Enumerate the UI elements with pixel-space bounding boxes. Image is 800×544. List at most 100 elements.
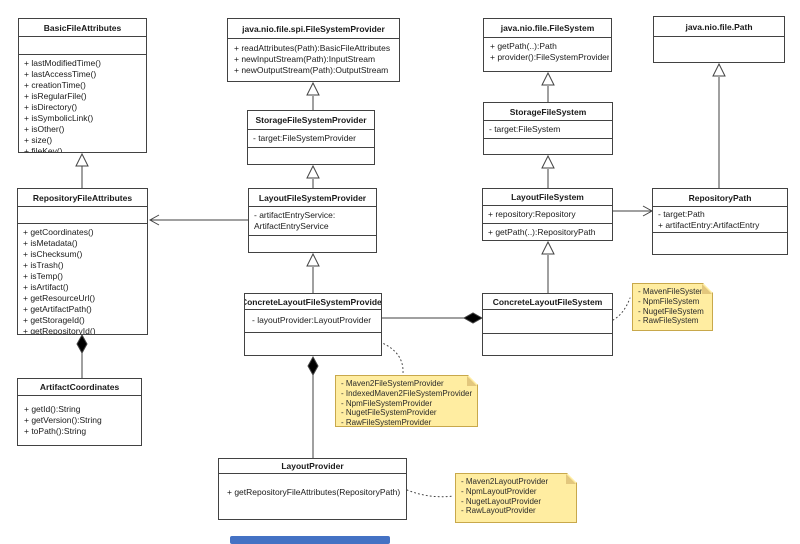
- generalization-arrow-icon: [306, 164, 320, 179]
- method-line: + getId():String: [24, 404, 81, 414]
- class-methods-section: [484, 138, 612, 154]
- class-title: RepositoryPath: [688, 192, 752, 203]
- method-line: + isTemp(): [23, 271, 63, 281]
- class-title: ConcreteLayoutFileSystemProvider: [245, 296, 381, 307]
- method-line: + getPath(..):Path: [490, 41, 557, 51]
- generalization-arrow-icon: [541, 240, 555, 255]
- class-attributes-section: + repository:Repository: [483, 205, 612, 223]
- note-line: - RawFileSystemProvider: [341, 418, 432, 428]
- class-methods-section: + getPath(..):RepositoryPath: [483, 223, 612, 240]
- method-line: + getStorageId(): [23, 315, 85, 325]
- method-line: + getVersion():String: [24, 415, 102, 425]
- method-line: + fileKey(): [24, 146, 63, 152]
- class-body-section: [654, 36, 784, 62]
- composition-diamond-icon: [307, 355, 319, 377]
- class-attributes-section: - artifactEntryService: ArtifactEntrySer…: [249, 206, 376, 235]
- method-line: + getArtifactPath(): [23, 304, 92, 314]
- method-line: + provider():FileSystemProvider: [490, 52, 609, 62]
- note-fold-icon: [566, 474, 576, 484]
- class-methods-section: [249, 235, 376, 252]
- class-attributes-section: - layoutProvider:LayoutProvider: [245, 309, 381, 332]
- class-nio-path: java.nio.file.Path: [653, 16, 785, 63]
- method-line: + newOutputStream(Path):OutputStream: [234, 65, 389, 75]
- attribute-line: ArtifactEntryService: [254, 221, 329, 231]
- method-line: + creationTime(): [24, 80, 86, 90]
- attribute-line: - artifactEntryService:: [254, 210, 336, 220]
- generalization-arrow-icon: [306, 252, 320, 267]
- note-line: - RawFileSystem: [638, 316, 699, 326]
- class-methods-section: [653, 232, 787, 254]
- method-line: + isSymbolicLink(): [24, 113, 94, 123]
- class-layout-file-system-provider: LayoutFileSystemProvider - artifactEntry…: [248, 188, 377, 253]
- method-line: + lastModifiedTime(): [24, 58, 101, 68]
- class-attributes-section: [18, 206, 147, 223]
- attribute-line: - target:Path: [658, 209, 705, 219]
- note-link-line: [379, 341, 404, 374]
- class-title: java.nio.file.spi.FileSystemProvider: [242, 23, 385, 34]
- class-methods-section: + getRepositoryFileAttributes(Repository…: [219, 473, 406, 519]
- composition-diamond-icon: [76, 333, 88, 355]
- class-methods-section: [483, 333, 612, 355]
- class-attributes-section: [483, 309, 612, 333]
- method-line: + toPath():String: [24, 426, 87, 436]
- note-line: - NugetFileSystem: [638, 306, 704, 316]
- note-file-system-providers: - Maven2FileSystemProvider - IndexedMave…: [335, 375, 478, 427]
- open-arrow-icon: [642, 205, 654, 217]
- note-line: - NpmFileSystem: [638, 296, 700, 306]
- generalization-arrow-icon: [75, 152, 89, 167]
- class-methods-section: + getPath(..):Path + provider():FileSyst…: [484, 37, 611, 71]
- class-attributes-section: - target:FileSystemProvider: [248, 129, 374, 147]
- note-layout-providers: - Maven2LayoutProvider - NpmLayoutProvid…: [455, 473, 577, 523]
- generalization-arrow-icon: [541, 71, 555, 86]
- class-basic-file-attributes: BasicFileAttributes + lastModifiedTime()…: [18, 18, 147, 153]
- class-repository-path: RepositoryPath - target:Path + artifactE…: [652, 188, 788, 255]
- class-title: java.nio.file.Path: [685, 21, 753, 32]
- note-line: - Maven2FileSystemProvider: [341, 379, 444, 388]
- method-line: + getCoordinates(): [23, 227, 94, 237]
- note-link-line: [406, 489, 454, 498]
- class-repository-file-attributes: RepositoryFileAttributes + getCoordinate…: [17, 188, 148, 335]
- note-line: - NugetFileSystemProvider: [341, 408, 437, 418]
- class-title: BasicFileAttributes: [43, 22, 122, 33]
- horizontal-scrollbar-thumb[interactable]: [230, 536, 390, 544]
- note-fold-icon: [702, 284, 712, 294]
- attribute-line: + artifactEntry:ArtifactEntry: [658, 220, 760, 230]
- class-title: java.nio.file.FileSystem: [500, 23, 595, 33]
- note-line: - NugetLayoutProvider: [461, 496, 542, 506]
- class-methods-section: [245, 332, 381, 355]
- method-line: + newInputStream(Path):InputStream: [234, 54, 376, 64]
- note-file-systems: - MavenFileSystem - NpmFileSystem - Nuge…: [632, 283, 713, 331]
- method-line: + lastAccessTime(): [24, 69, 97, 79]
- class-title: StorageFileSystem: [509, 106, 587, 117]
- method-line: + getPath(..):RepositoryPath: [488, 227, 596, 237]
- class-title: ArtifactCoordinates: [39, 382, 120, 392]
- attribute-line: + repository:Repository: [488, 209, 576, 219]
- method-line: + getRepositoryFileAttributes(Repository…: [227, 487, 401, 497]
- class-title: LayoutProvider: [281, 461, 344, 471]
- class-concrete-layout-file-system: ConcreteLayoutFileSystem: [482, 293, 613, 356]
- class-methods-section: + readAttributes(Path):BasicFileAttribut…: [228, 38, 399, 81]
- class-storage-file-system-provider: StorageFileSystemProvider - target:FileS…: [247, 110, 375, 165]
- note-line: - IndexedMaven2FileSystemProvider: [341, 388, 473, 398]
- class-layout-file-system: LayoutFileSystem + repository:Repository…: [482, 188, 613, 241]
- class-title: LayoutFileSystem: [511, 192, 584, 202]
- class-concrete-layout-file-system-provider: ConcreteLayoutFileSystemProvider - layou…: [244, 293, 382, 356]
- class-methods-section: + lastModifiedTime() + lastAccessTime() …: [19, 54, 146, 152]
- class-artifact-coordinates: ArtifactCoordinates + getId():String + g…: [17, 378, 142, 446]
- class-layout-provider: LayoutProvider + getRepositoryFileAttrib…: [218, 458, 407, 520]
- class-spi-file-system-provider: java.nio.file.spi.FileSystemProvider + r…: [227, 18, 400, 82]
- class-methods-section: [248, 147, 374, 164]
- open-arrow-icon: [148, 214, 160, 226]
- note-fold-icon: [467, 376, 477, 386]
- class-attributes-section: - target:FileSystem: [484, 120, 612, 138]
- generalization-arrow-icon: [541, 154, 555, 169]
- method-line: + isChecksum(): [23, 249, 83, 259]
- attribute-line: - target:FileSystemProvider: [253, 133, 356, 143]
- note-line: - MavenFileSystem: [638, 287, 707, 296]
- class-title: LayoutFileSystemProvider: [258, 192, 367, 203]
- class-storage-file-system: StorageFileSystem - target:FileSystem: [483, 102, 613, 155]
- note-line: - NpmLayoutProvider: [461, 486, 537, 496]
- class-attributes-section: - target:Path + artifactEntry:ArtifactEn…: [653, 206, 787, 232]
- note-line: - RawLayoutProvider: [461, 506, 536, 516]
